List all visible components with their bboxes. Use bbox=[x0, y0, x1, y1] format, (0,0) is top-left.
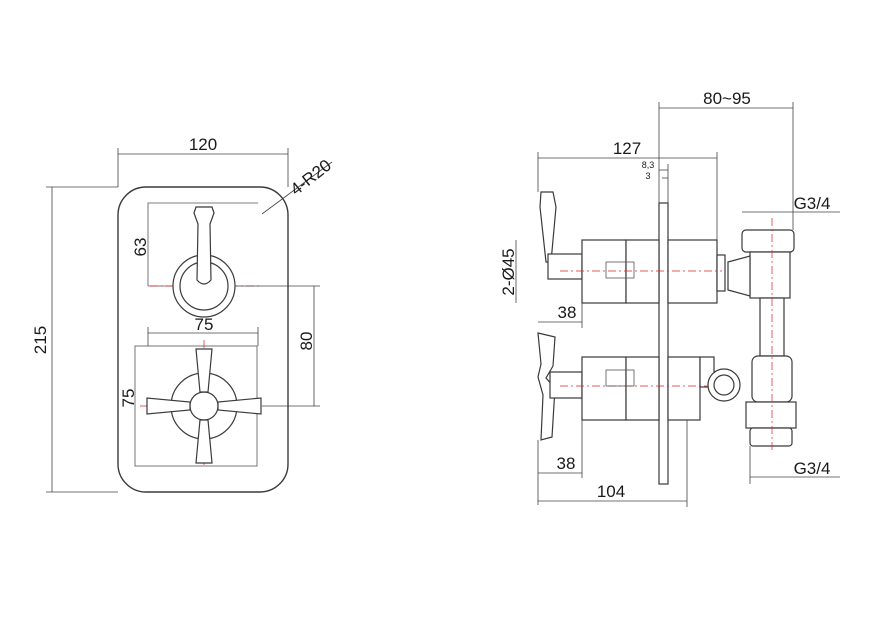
dim-upper-handle-depth: 38 bbox=[558, 303, 577, 322]
dim-handle-spacing: 80 bbox=[297, 332, 316, 351]
dim-corner-radius: 4-R20 bbox=[287, 156, 335, 199]
dim-upper-handle-offset: 63 bbox=[131, 238, 150, 257]
dim-body-depth: 104 bbox=[597, 482, 625, 501]
upper-handle-box bbox=[147, 202, 258, 286]
side-upper-lever bbox=[539, 191, 557, 263]
upper-lever-handle bbox=[172, 206, 236, 318]
dim-lower-handle-depth: 38 bbox=[557, 454, 576, 473]
dim-front-height: 215 bbox=[31, 326, 50, 354]
dim-plate-gap-outer: 8,3 bbox=[642, 160, 655, 170]
side-lower-lever bbox=[537, 332, 556, 441]
dim-front-width: 120 bbox=[189, 135, 217, 154]
dim-overall-depth: 127 bbox=[613, 139, 641, 158]
dim-inlet-bottom: G3/4 bbox=[794, 459, 831, 478]
dim-inlet-top: G3/4 bbox=[794, 194, 831, 213]
valve-body bbox=[727, 218, 797, 452]
side-view: 80~95 127 8,3 3 G3/4 G3/4 2-Ø45 38 38 bbox=[499, 89, 840, 507]
dim-plate-gap-inner: 3 bbox=[645, 171, 650, 181]
front-view: 120 215 4-R20 63 80 75 75 bbox=[31, 135, 335, 493]
dim-knob-diameter: 2-Ø45 bbox=[499, 248, 518, 295]
side-plate bbox=[658, 202, 669, 485]
cross-handle bbox=[146, 348, 262, 464]
dim-cross-height: 75 bbox=[119, 389, 138, 408]
dim-cross-width: 75 bbox=[195, 315, 214, 334]
front-plate bbox=[117, 186, 289, 493]
dim-wall-depth: 80~95 bbox=[703, 89, 751, 108]
